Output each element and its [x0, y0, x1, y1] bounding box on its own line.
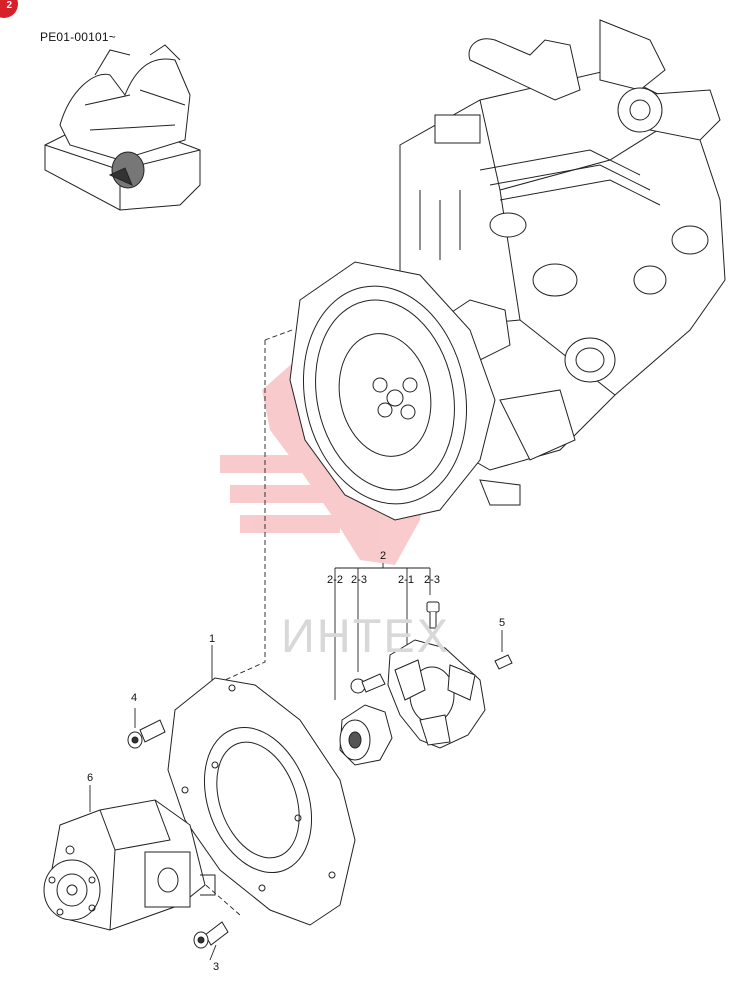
- coupling-hub: [339, 673, 393, 766]
- callout-5: 5: [498, 617, 506, 629]
- callout-2-3-coupling: 2-3: [424, 574, 440, 586]
- callout-3: 3: [212, 961, 220, 973]
- page-number: 2: [6, 0, 12, 11]
- flywheel-housing: [289, 261, 521, 521]
- callout-2: 2: [379, 550, 387, 562]
- hydraulic-pump: [43, 799, 216, 931]
- dowel-pin: [494, 654, 513, 670]
- callout-2-1: 2-1: [398, 574, 414, 586]
- callout-6: 6: [86, 772, 94, 784]
- callout-2-3-hub: 2-3: [351, 574, 367, 586]
- machine-overview-inset: [44, 44, 201, 211]
- adapter-plate: [167, 677, 356, 926]
- callout-2-2: 2-2: [327, 574, 343, 586]
- leader-lines: [89, 329, 503, 961]
- serial-range-label: PE01-00101~: [40, 30, 116, 44]
- flexible-coupling: [387, 601, 486, 749]
- watermark-text: ИНТЕХ: [281, 609, 451, 662]
- callout-4: 4: [130, 692, 138, 704]
- callout-1: 1: [208, 633, 216, 645]
- bolt-item-4: [127, 719, 166, 749]
- bolt-item-3: [193, 921, 229, 949]
- page-number-badge: 2: [0, 0, 18, 18]
